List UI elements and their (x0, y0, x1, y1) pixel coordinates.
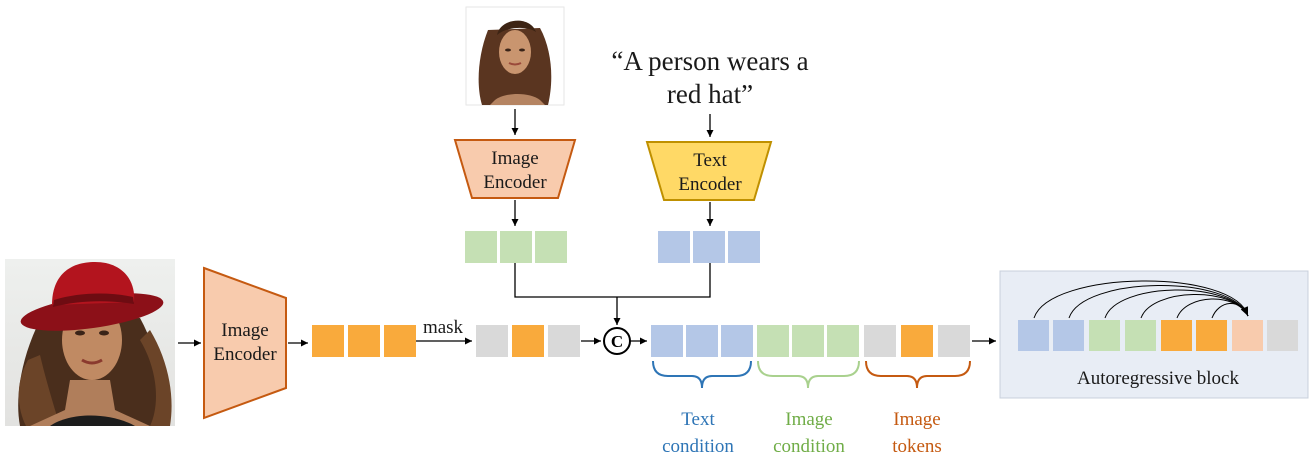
concat-symbol: C (611, 332, 623, 351)
main-image-encoder-line1: Image (221, 320, 268, 341)
image-condition-brace (757, 360, 860, 389)
image-condition-line2: condition (773, 436, 845, 457)
image-tokens-label: Image tokens (892, 409, 942, 457)
image-tokens-line1: Image (893, 409, 940, 430)
token-orange (348, 325, 380, 357)
token-blue (693, 231, 725, 263)
token-green (465, 231, 497, 263)
token-blue (686, 325, 718, 357)
autoregressive-block: Autoregressive block (999, 270, 1309, 399)
text-encoder: Text Encoder (645, 141, 773, 201)
text-condition-brace (652, 360, 752, 389)
image-tokens-line2: tokens (892, 436, 942, 457)
token-green (535, 231, 567, 263)
prompt-line2: red hat” (667, 79, 753, 109)
top-image-encoder: Image Encoder (453, 139, 577, 199)
attention-arcs (1033, 280, 1249, 319)
top-image-encoder-line1: Image (491, 148, 538, 169)
token-gray (476, 325, 508, 357)
token-green (500, 231, 532, 263)
token-blue (728, 231, 760, 263)
masked-token-group (476, 325, 580, 357)
token-blue (658, 231, 690, 263)
token-orange (1196, 320, 1227, 351)
token-orange (901, 325, 933, 357)
token-green (827, 325, 859, 357)
main-image-encoder: Image Encoder (203, 266, 287, 420)
text-condition-label: Text condition (662, 409, 734, 457)
token-orange (512, 325, 544, 357)
token-green (757, 325, 789, 357)
text-encoder-line2: Encoder (678, 174, 742, 195)
token-blue (651, 325, 683, 357)
autoregressive-label: Autoregressive block (1077, 368, 1239, 389)
image-condition-tokens (465, 231, 567, 263)
concatenated-sequence (651, 325, 970, 357)
token-green (792, 325, 824, 357)
token-blue (721, 325, 753, 357)
top-image-encoder-line2: Encoder (483, 172, 547, 193)
token-blue (1018, 320, 1049, 351)
mask-label: mask (423, 317, 464, 338)
image-token-group (312, 325, 416, 357)
token-peach (1232, 320, 1263, 351)
text-condition-line2: condition (662, 436, 734, 457)
token-gray (938, 325, 970, 357)
token-gray (548, 325, 580, 357)
text-condition-line1: Text (681, 409, 715, 430)
image-condition-label: Image condition (773, 409, 845, 457)
text-prompt: “A person wears a red hat” (611, 46, 808, 109)
token-orange (312, 325, 344, 357)
token-blue (1053, 320, 1084, 351)
token-green (1125, 320, 1156, 351)
image-condition-line1: Image (785, 409, 832, 430)
token-orange (384, 325, 416, 357)
portrait-photo-small (465, 6, 565, 106)
token-orange (1161, 320, 1192, 351)
image-tokens-brace (865, 360, 971, 389)
token-gray (1267, 320, 1298, 351)
text-condition-tokens (658, 231, 760, 263)
text-encoder-line1: Text (693, 150, 727, 171)
portrait-photo-large (5, 259, 175, 426)
token-gray (864, 325, 896, 357)
concat-circle-icon: C (603, 327, 631, 355)
main-image-encoder-line2: Encoder (213, 344, 277, 365)
prompt-line1: “A person wears a (611, 46, 808, 76)
token-green (1089, 320, 1120, 351)
